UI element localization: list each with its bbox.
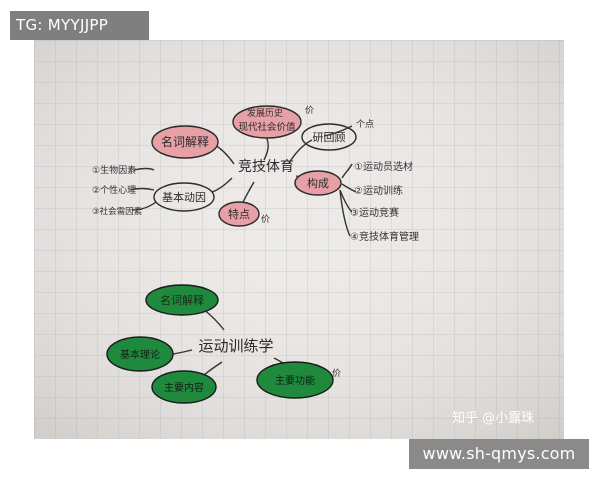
notebook-photo: 名词解释 发展历史 现代社会价值 价 竞技体育 研回顾 个点 构成 特点 价 (34, 40, 564, 439)
node-composition-highlight (294, 170, 342, 196)
node-composition: 构成 (307, 176, 329, 190)
bottom-center-topic: 运动训练学 (198, 337, 273, 355)
site-badge: www.sh-qmys.com (409, 439, 589, 469)
motive-item-1: ①生物因素 (92, 164, 136, 176)
mindmap-bottom: 名词解释 运动训练学 基本理论 主要内容 主要功能 价 (106, 284, 341, 404)
corner-label: TG: MYYJJPP (10, 11, 149, 40)
composition-item-1: ①运动员选材 (354, 160, 413, 173)
node-review: 研回顾 (313, 131, 346, 144)
node-review-outline (301, 123, 357, 151)
node-features-highlight (218, 201, 260, 227)
motive-item-2: ②个性心理 (92, 184, 136, 196)
node-b-definition: 名词解释 (160, 293, 204, 307)
node-development-highlight (232, 105, 302, 139)
node-development: 现代社会价值 (238, 121, 296, 133)
node-b-theory-highlight (106, 336, 174, 372)
node-review-suffix: 个点 (356, 119, 374, 130)
node-b-definition-highlight (145, 284, 219, 316)
notebook-sketch: 名词解释 发展历史 现代社会价值 价 竞技体育 研回顾 个点 构成 特点 价 (34, 40, 564, 439)
node-development-suffix: 价 (305, 105, 314, 116)
composition-item-4: ④竞技体育管理 (350, 230, 419, 243)
node-b-theory: 基本理论 (120, 348, 160, 361)
top-center-topic: 竞技体育 (238, 158, 294, 175)
composition-item-2: ②运动训练 (354, 184, 403, 197)
mindmap-top: 名词解释 发展历史 现代社会价值 价 竞技体育 研回顾 个点 构成 特点 价 (92, 105, 419, 243)
node-b-content: 主要内容 (164, 381, 204, 394)
node-b-content-highlight (151, 370, 217, 404)
node-history: 发展历史 (247, 107, 283, 119)
node-basic-motive-outline (153, 182, 215, 212)
node-basic-motive: 基本动因 (162, 190, 206, 204)
composition-item-3: ③运动竞赛 (350, 206, 399, 219)
photo-watermark: 知乎 @小露珠 (452, 410, 534, 426)
node-definition: 名词解释 (161, 134, 209, 149)
node-features-suffix: 价 (261, 214, 270, 225)
node-b-function-suffix: 价 (332, 368, 341, 379)
node-definition-highlight (151, 125, 219, 159)
node-b-function: 主要功能 (275, 374, 315, 387)
motive-item-3: ③社会需因素 (92, 206, 143, 217)
node-features: 特点 (228, 207, 250, 221)
node-b-function-highlight (256, 361, 334, 399)
